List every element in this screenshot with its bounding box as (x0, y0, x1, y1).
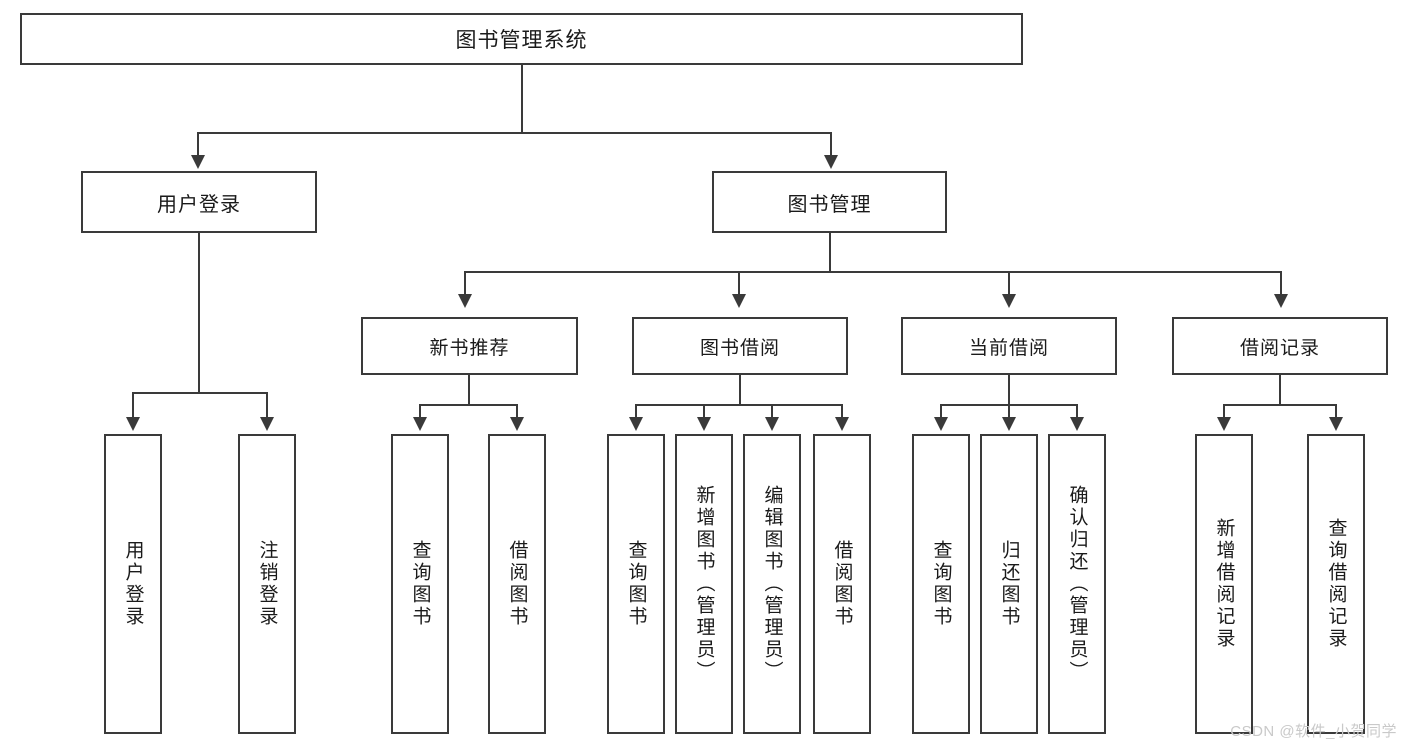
csdn-watermark: CSDN @软件_小贺同学 (1230, 723, 1397, 740)
connector-cb-stem (1008, 375, 1010, 405)
leaf-logout-label: 注销登录 (256, 540, 278, 628)
leaf-confirm-return-admin-label: 确认归还（管理员） (1066, 485, 1088, 683)
leaf-query-book-3-label: 查询图书 (930, 540, 952, 628)
arrow-to-leaf-borrow-book-2 (835, 417, 849, 431)
leaf-borrow-book-2-label: 借阅图书 (831, 540, 853, 628)
arrow-to-book-borrow (732, 294, 746, 308)
node-book-borrow-label: 图书借阅 (699, 337, 780, 359)
node-book-management-label: 图书管理 (787, 193, 872, 216)
arrow-to-leaf-query-borrow-record (1329, 417, 1343, 431)
leaf-return-book-label: 归还图书 (998, 540, 1020, 628)
connector-br-bus (1224, 404, 1337, 406)
leaf-add-book-admin[interactable]: 新增图书（管理员） (675, 434, 733, 734)
node-root[interactable]: 图书管理系统 (20, 13, 1023, 65)
arrow-to-leaf-add-book (697, 417, 711, 431)
connector-book-management-stem (829, 233, 831, 272)
connector-bb-branch-3 (771, 404, 773, 418)
connector-nbr-branch-1 (419, 404, 421, 418)
arrow-to-user-login (191, 155, 205, 169)
connector-bm-branch-3 (1008, 271, 1010, 295)
connector-root-branch-1 (197, 132, 199, 156)
leaf-logout[interactable]: 注销登录 (238, 434, 296, 734)
leaf-user-login[interactable]: 用户登录 (104, 434, 162, 734)
node-current-borrow[interactable]: 当前借阅 (901, 317, 1117, 375)
connector-user-login-branch-1 (132, 392, 134, 418)
connector-bm-branch-1 (464, 271, 466, 295)
connector-br-branch-2 (1335, 404, 1337, 418)
arrow-to-current-borrow (1002, 294, 1016, 308)
connector-user-login-bus (133, 392, 268, 394)
connector-cb-branch-1 (940, 404, 942, 418)
connector-cb-branch-3 (1076, 404, 1078, 418)
arrow-to-new-book-recommend (458, 294, 472, 308)
leaf-return-book[interactable]: 归还图书 (980, 434, 1038, 734)
connector-user-login-stem (198, 233, 200, 393)
connector-bb-branch-1 (635, 404, 637, 418)
node-new-book-recommend[interactable]: 新书推荐 (361, 317, 578, 375)
connector-br-branch-1 (1223, 404, 1225, 418)
node-user-login-label: 用户登录 (157, 193, 241, 216)
node-current-borrow-label: 当前借阅 (968, 337, 1049, 359)
leaf-query-book-1[interactable]: 查询图书 (391, 434, 449, 734)
leaf-edit-book-admin-label: 编辑图书（管理员） (761, 485, 783, 683)
leaf-query-borrow-record[interactable]: 查询借阅记录 (1307, 434, 1365, 734)
connector-bm-branch-4 (1280, 271, 1282, 295)
leaf-query-book-1-label: 查询图书 (409, 540, 431, 628)
node-book-management[interactable]: 图书管理 (712, 171, 947, 233)
leaf-edit-book-admin[interactable]: 编辑图书（管理员） (743, 434, 801, 734)
leaf-add-borrow-record-label: 新增借阅记录 (1213, 518, 1235, 650)
leaf-add-borrow-record[interactable]: 新增借阅记录 (1195, 434, 1253, 734)
leaf-user-login-label: 用户登录 (122, 540, 144, 628)
arrow-to-leaf-query-book-2 (629, 417, 643, 431)
connector-root-bus (198, 132, 832, 134)
node-borrow-record-label: 借阅记录 (1239, 337, 1320, 359)
leaf-borrow-book-2[interactable]: 借阅图书 (813, 434, 871, 734)
arrow-to-book-management (824, 155, 838, 169)
leaf-query-book-2[interactable]: 查询图书 (607, 434, 665, 734)
arrow-to-leaf-add-borrow-record (1217, 417, 1231, 431)
arrow-to-leaf-confirm-return (1070, 417, 1084, 431)
arrow-to-leaf-return-book (1002, 417, 1016, 431)
leaf-query-borrow-record-label: 查询借阅记录 (1325, 518, 1347, 650)
leaf-confirm-return-admin[interactable]: 确认归还（管理员） (1048, 434, 1106, 734)
connector-bb-stem (739, 375, 741, 405)
node-book-borrow[interactable]: 图书借阅 (632, 317, 848, 375)
node-root-label: 图书管理系统 (455, 29, 588, 52)
connector-bb-branch-4 (841, 404, 843, 418)
arrow-to-borrow-record (1274, 294, 1288, 308)
connector-root-branch-2 (830, 132, 832, 156)
arrow-to-leaf-logout (260, 417, 274, 431)
leaf-borrow-book-1-label: 借阅图书 (506, 540, 528, 628)
arrow-to-leaf-borrow-book-1 (510, 417, 524, 431)
node-new-book-recommend-label: 新书推荐 (429, 337, 510, 359)
connector-user-login-branch-2 (266, 392, 268, 418)
arrow-to-leaf-query-book-1 (413, 417, 427, 431)
connector-nbr-branch-2 (516, 404, 518, 418)
connector-br-stem (1279, 375, 1281, 405)
arrow-to-leaf-edit-book (765, 417, 779, 431)
node-borrow-record[interactable]: 借阅记录 (1172, 317, 1388, 375)
connector-cb-branch-2 (1008, 404, 1010, 418)
connector-root-stem (521, 65, 523, 133)
leaf-query-book-3[interactable]: 查询图书 (912, 434, 970, 734)
arrow-to-leaf-user-login (126, 417, 140, 431)
connector-nbr-stem (468, 375, 470, 405)
connector-bb-branch-2 (703, 404, 705, 418)
leaf-query-book-2-label: 查询图书 (625, 540, 647, 628)
connector-book-management-bus (465, 271, 1282, 273)
connector-bm-branch-2 (738, 271, 740, 295)
leaf-add-book-admin-label: 新增图书（管理员） (693, 485, 715, 683)
arrow-to-leaf-query-book-3 (934, 417, 948, 431)
leaf-borrow-book-1[interactable]: 借阅图书 (488, 434, 546, 734)
connector-bb-bus (636, 404, 843, 406)
connector-nbr-bus (420, 404, 518, 406)
node-user-login[interactable]: 用户登录 (81, 171, 317, 233)
